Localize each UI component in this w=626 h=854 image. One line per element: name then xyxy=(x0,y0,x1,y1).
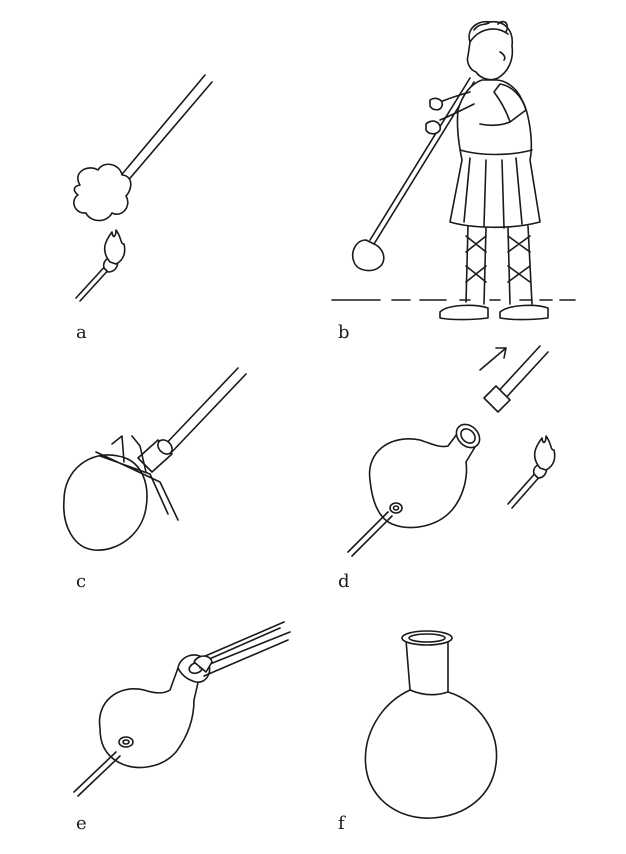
gather-bulb xyxy=(351,239,385,272)
jacks-tool xyxy=(193,621,291,677)
match-stick xyxy=(507,463,548,509)
bulb xyxy=(63,454,148,551)
rod xyxy=(112,74,213,191)
panel-a-drawing xyxy=(73,74,213,302)
panel-label-f: f xyxy=(338,813,345,834)
pipe xyxy=(493,345,549,403)
panel-b-drawing xyxy=(331,20,576,321)
head xyxy=(466,20,514,81)
flame-icon xyxy=(103,229,126,265)
bulb xyxy=(98,667,201,769)
pipe-end xyxy=(483,385,511,413)
panel-label-d: d xyxy=(338,571,350,592)
tunic xyxy=(449,79,541,229)
pontil-rod xyxy=(347,502,403,557)
panel-label-c: c xyxy=(76,571,87,592)
flame-icon xyxy=(533,435,556,471)
match-stick xyxy=(75,256,119,302)
motion-arrow xyxy=(479,347,507,371)
panel-label-a: a xyxy=(76,322,87,343)
panel-label-e: e xyxy=(76,813,87,834)
panel-d-drawing xyxy=(347,345,556,557)
pontil-rod xyxy=(73,736,134,797)
blowpipe xyxy=(369,77,475,245)
panel-f-drawing xyxy=(364,630,498,819)
left-sandal xyxy=(439,304,489,321)
panel-c-drawing xyxy=(63,367,247,551)
pipe xyxy=(159,367,247,457)
panel-e-drawing xyxy=(73,621,291,797)
cotton-wad xyxy=(73,163,132,222)
panel-label-b: b xyxy=(338,322,350,343)
finished-flask xyxy=(364,639,498,819)
right-sandal xyxy=(499,304,549,321)
tongs xyxy=(95,435,179,521)
